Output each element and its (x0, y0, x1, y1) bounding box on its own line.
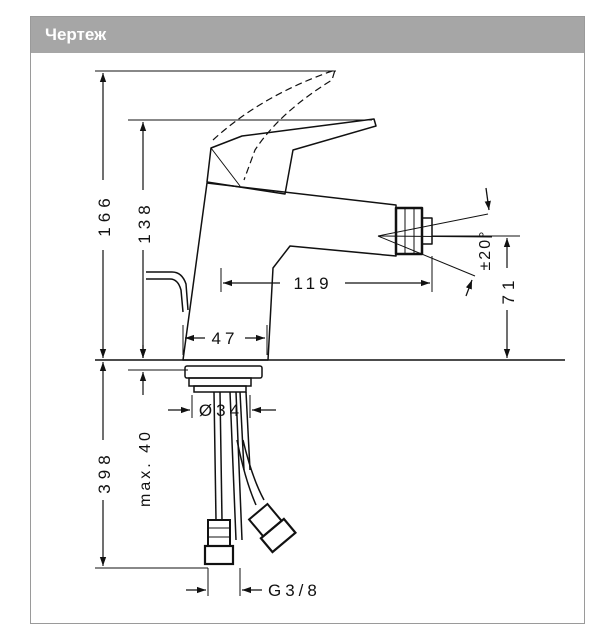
dim-119: 119 (293, 274, 332, 293)
dim-angle: ±20° (477, 230, 494, 271)
extension-lines (95, 70, 520, 596)
panel-title: Чертеж (45, 25, 107, 44)
dim-138: 138 (135, 200, 154, 243)
panel-header: Чертеж (31, 17, 584, 53)
dimension-arrows (99, 73, 511, 594)
dim-47: 47 (212, 329, 239, 348)
dim-166: 166 (95, 193, 114, 236)
dim-71: 71 (499, 276, 518, 305)
lever-closed (206, 118, 377, 195)
lever-open-phantom (212, 69, 336, 181)
drawing-panel: Чертеж (30, 16, 585, 624)
dim-g38: G3/8 (268, 581, 321, 600)
dim-398: 398 (95, 450, 114, 493)
faucet-body (146, 182, 433, 361)
dim-diameter-34: Ø34 (199, 401, 243, 420)
dim-max-40: max. 40 (137, 429, 154, 507)
below-deck-assembly (184, 365, 298, 566)
